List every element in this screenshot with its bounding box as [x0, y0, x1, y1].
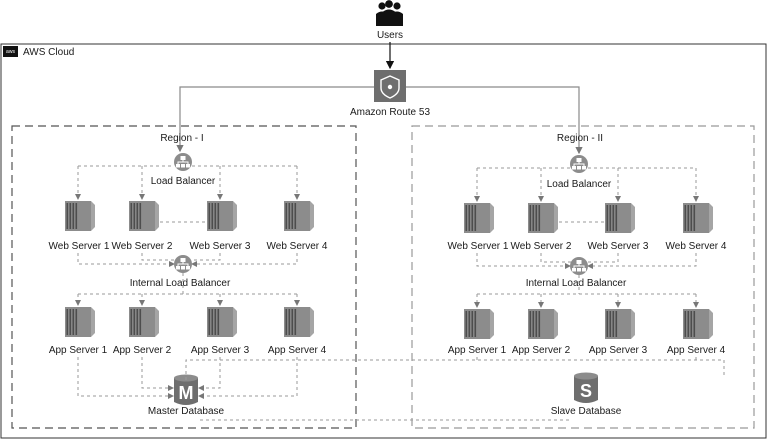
users-label: Users	[377, 30, 403, 41]
master-slave-link	[185, 359, 725, 380]
region-1-internal-load-balancer-label: Internal Load Balancer	[130, 278, 231, 289]
region-1-app-server-2-label: App Server 2	[113, 345, 172, 356]
region-1-web-to-ilb-left	[77, 253, 175, 267]
database-glyph: M	[179, 383, 194, 403]
region-2-app-server-2-label: App Server 2	[512, 345, 571, 356]
region-2-internal-load-balancer-icon	[570, 257, 588, 275]
region-1-app1-to-db	[77, 357, 174, 399]
route53-label: Amazon Route 53	[350, 107, 430, 118]
region-2-web-to-ilb-left	[476, 253, 571, 269]
region-2-label: Region - II	[557, 133, 603, 144]
region-1-app-server-4-label: App Server 4	[268, 345, 327, 356]
region-1-app-server-3-label: App Server 3	[191, 345, 250, 356]
route53-to-region1-connector	[176, 86, 374, 153]
aws-cloud-label: AWS Cloud	[23, 47, 74, 58]
region-1-web-server-3-label: Web Server 3	[190, 241, 251, 252]
region-1-app2-to-db	[141, 357, 174, 391]
region-2-web-server-3-icon	[605, 203, 635, 233]
route53-to-region2-connector	[406, 86, 583, 155]
region-1-boundary	[11, 125, 357, 429]
region-1-web-server-2-icon	[129, 201, 159, 231]
region-1-app3-to-db	[198, 357, 221, 391]
region-1-app-server-3-icon	[207, 307, 237, 337]
route53-icon	[374, 70, 406, 102]
region-2-web-to-ilb-right	[587, 253, 697, 269]
region-1-load-balancer-icon	[174, 153, 192, 171]
region-2-web-server-1-label: Web Server 1	[448, 241, 509, 252]
region-2-app-server-1-label: App Server 1	[448, 345, 507, 356]
region-1-label: Region - I	[160, 133, 203, 144]
region-1-app-server-2-icon	[129, 307, 159, 337]
region-1-web3-to-ilb	[191, 253, 221, 261]
region-2-load-balancer-icon	[570, 155, 588, 173]
region-2-web2-to-ilb	[540, 253, 571, 263]
aws-logo-icon: aws	[3, 46, 18, 57]
region-1-internal-load-balancer-icon	[174, 255, 192, 273]
region-2-app-server-1-icon	[464, 309, 494, 339]
region-1-app4-to-db	[198, 357, 298, 399]
region-1-web-server-1-label: Web Server 1	[49, 241, 110, 252]
region-1-web-server-4-label: Web Server 4	[267, 241, 328, 252]
region-2-app-server-3-label: App Server 3	[589, 345, 648, 356]
region-2-web-server-2-label: Web Server 2	[511, 241, 572, 252]
region-1-web2-to-ilb	[141, 253, 175, 261]
region-1-app-server-1-icon	[65, 307, 95, 337]
aws-cloud-boundary	[0, 43, 767, 439]
region-2-web-server-1-icon	[464, 203, 494, 233]
region-2-database-label: Slave Database	[551, 406, 622, 417]
region-1-web-server-4-icon	[284, 201, 314, 231]
region-2-web-server-2-icon	[528, 203, 558, 233]
region-2-boundary	[411, 125, 755, 429]
region-1-web-server-1-icon	[65, 201, 95, 231]
region-1-web-server-3-icon	[207, 201, 237, 231]
region-2-load-balancer-label: Load Balancer	[547, 179, 612, 190]
region-1-database-icon: M	[174, 374, 198, 405]
database-glyph: S	[580, 381, 592, 401]
users-icon	[376, 0, 403, 26]
region-1-app-server-1-label: App Server 1	[49, 345, 108, 356]
region-2-web3-to-ilb	[587, 253, 619, 263]
region-2-database-icon: S	[574, 372, 598, 403]
region-2-web-cross-link	[541, 215, 619, 223]
region-1-load-balancer-label: Load Balancer	[151, 176, 216, 187]
region-2-web-server-3-label: Web Server 3	[588, 241, 649, 252]
region-1-web-server-2-label: Web Server 2	[112, 241, 173, 252]
region-2-app-server-3-icon	[605, 309, 635, 339]
region-2-internal-load-balancer-label: Internal Load Balancer	[526, 278, 627, 289]
region-2-web-server-4-icon	[683, 203, 713, 233]
region-2-app-server-2-icon	[528, 309, 558, 339]
region-2-app-server-4-icon	[683, 309, 713, 339]
region-1-web-to-ilb-right	[191, 253, 298, 267]
region-2-web-server-4-label: Web Server 4	[666, 241, 727, 252]
region-1-app-server-4-icon	[284, 307, 314, 337]
region-1-database-label: Master Database	[148, 406, 225, 417]
region-2-app-server-4-label: App Server 4	[667, 345, 726, 356]
svg-text:aws: aws	[6, 49, 15, 55]
